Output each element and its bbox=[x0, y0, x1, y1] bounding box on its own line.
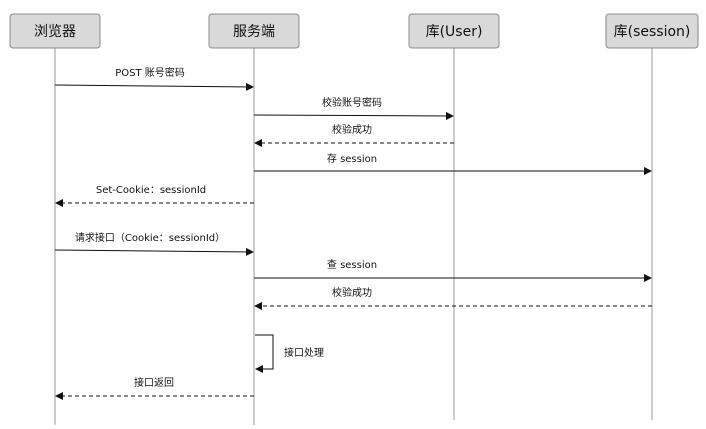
message-self-process-arrow bbox=[255, 334, 274, 373]
message-self-process: 接口处理 bbox=[255, 334, 324, 373]
message-set-cookie: Set-Cookie：sessionId bbox=[55, 185, 254, 207]
message-api-return: 接口返回 bbox=[55, 376, 254, 400]
message-post-credentials-arrow bbox=[54, 82, 254, 91]
message-self-process-label: 接口处理 bbox=[284, 346, 324, 359]
actor-server: 服务端 bbox=[208, 13, 300, 49]
message-query-session: 查 session bbox=[254, 258, 652, 282]
message-post-credentials-label: POST 账号密码 bbox=[115, 66, 185, 79]
message-verify-success-label: 校验成功 bbox=[332, 123, 372, 136]
message-session-verify-success-label: 校验成功 bbox=[332, 286, 372, 299]
message-request-api-arrow bbox=[54, 247, 254, 256]
actor-browser: 浏览器 bbox=[9, 13, 101, 49]
message-query-session-label: 查 session bbox=[327, 258, 377, 271]
actor-user-db: 库(User) bbox=[408, 13, 500, 49]
message-verify-success: 校验成功 bbox=[254, 123, 454, 147]
message-verify-credentials-arrow bbox=[253, 111, 454, 120]
message-verify-credentials-label: 校验账号密码 bbox=[322, 96, 382, 109]
message-store-session-label: 存 session bbox=[327, 152, 377, 165]
message-set-cookie-label: Set-Cookie：sessionId bbox=[96, 185, 206, 196]
actor-browser-label: 浏览器 bbox=[34, 24, 76, 40]
actor-user-db-label: 库(User) bbox=[426, 24, 483, 40]
message-request-api: 请求接口（Cookie：sessionId） bbox=[54, 231, 254, 256]
message-store-session: 存 session bbox=[254, 152, 652, 175]
message-verify-credentials: 校验账号密码 bbox=[253, 96, 454, 120]
actor-session-db-label: 库(session) bbox=[614, 24, 691, 40]
message-api-return-label: 接口返回 bbox=[134, 376, 174, 389]
message-post-credentials: POST 账号密码 bbox=[54, 66, 254, 91]
message-session-verify-success: 校验成功 bbox=[254, 286, 652, 310]
actor-session-db: 库(session) bbox=[605, 13, 699, 49]
message-request-api-label: 请求接口（Cookie：sessionId） bbox=[75, 231, 225, 244]
actor-server-label: 服务端 bbox=[233, 24, 275, 40]
